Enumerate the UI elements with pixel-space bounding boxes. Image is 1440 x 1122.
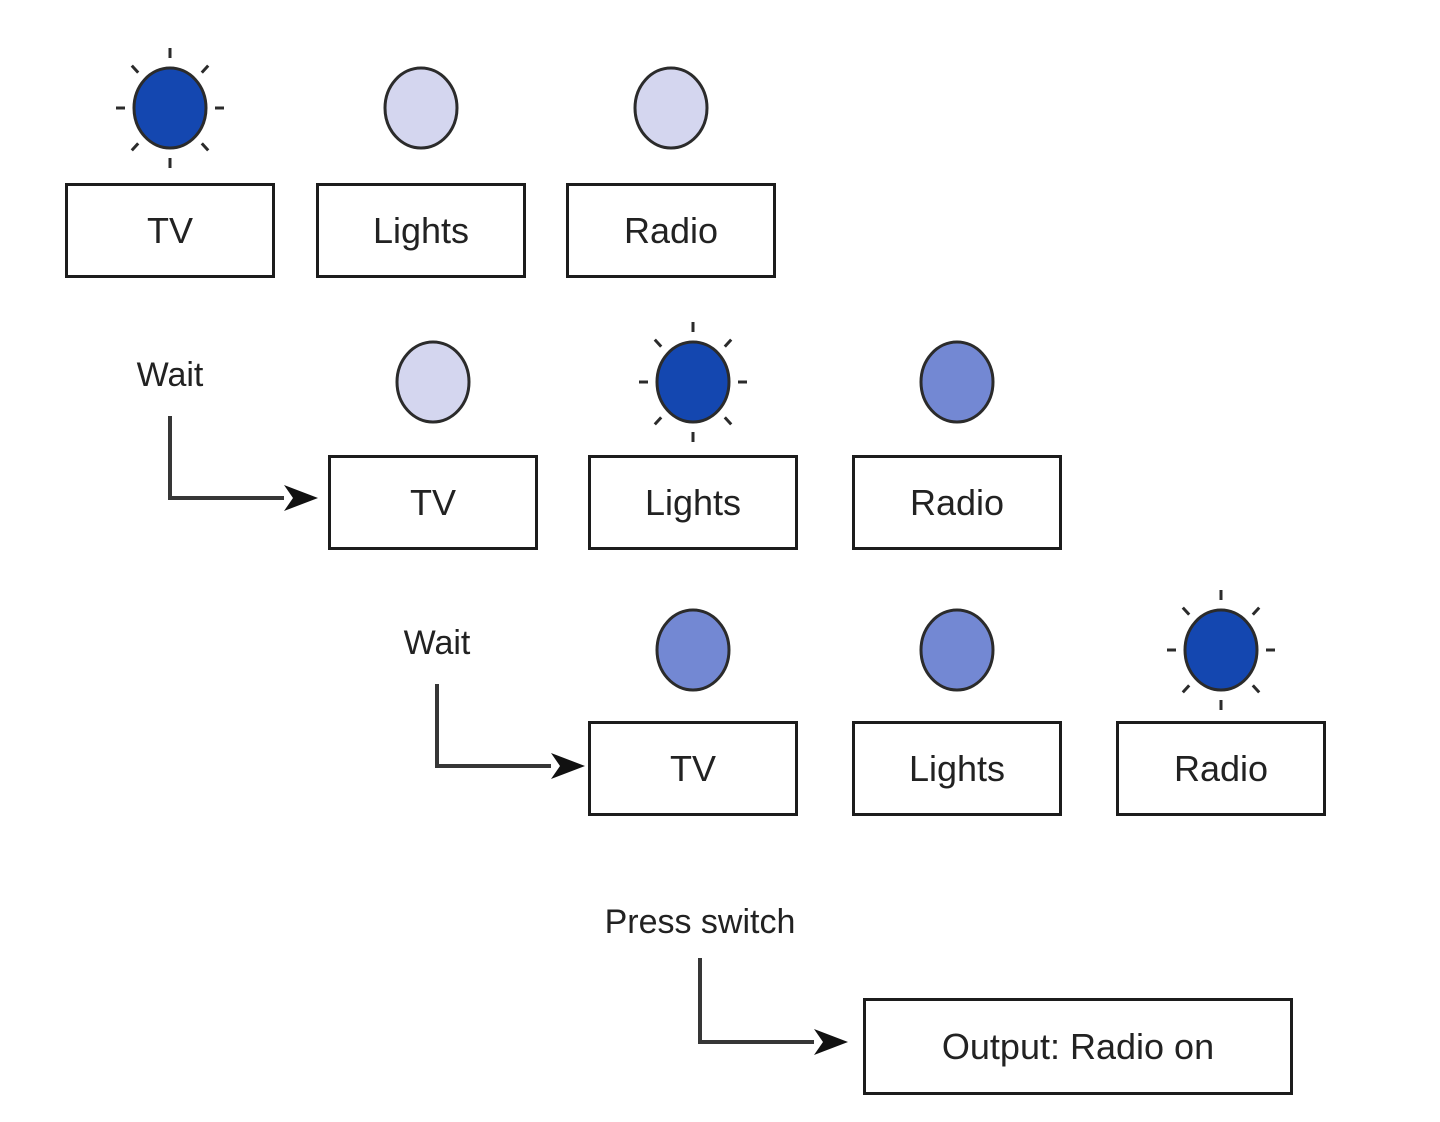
device-box-label: TV — [409, 481, 456, 523]
device-box-label: Radio — [1173, 747, 1269, 789]
device-box-label: Radio — [909, 481, 1005, 523]
press-switch-label: Press switch — [604, 903, 796, 941]
output-box-label: Output: Radio on — [941, 1025, 1215, 1067]
device-box-label: TV — [146, 209, 193, 251]
lights-box-row1: Lights — [316, 183, 526, 278]
radio-box-row2: Radio — [852, 455, 1062, 550]
wait-elbow-arrow-icon-1 — [168, 416, 318, 511]
radio-box-row1: Radio — [566, 183, 776, 278]
output-box: Output: Radio on — [863, 998, 1293, 1095]
wait-label-2: Wait — [403, 624, 471, 662]
radio-box-row3: Radio — [1116, 721, 1326, 816]
tv-box-row2: TV — [328, 455, 538, 550]
tv-lamp-icon — [395, 340, 471, 424]
wait-elbow-arrow-icon-2 — [435, 684, 585, 779]
lights-box-row2: Lights — [588, 455, 798, 550]
radio-lamp-icon — [1167, 590, 1275, 710]
device-box-label: Lights — [644, 481, 742, 523]
device-box-label: Lights — [372, 209, 470, 251]
lights-lamp-icon — [383, 66, 459, 150]
press-switch-elbow-arrow-icon — [698, 958, 848, 1055]
device-box-label: Lights — [908, 747, 1006, 789]
wait-label-1: Wait — [136, 356, 204, 394]
tv-box-row3: TV — [588, 721, 798, 816]
lights-box-row3: Lights — [852, 721, 1062, 816]
radio-lamp-icon — [919, 340, 995, 424]
tv-box-row1: TV — [65, 183, 275, 278]
lights-lamp-icon — [639, 322, 747, 442]
radio-lamp-icon — [633, 66, 709, 150]
device-box-label: TV — [669, 747, 716, 789]
device-box-label: Radio — [623, 209, 719, 251]
tv-lamp-icon — [116, 48, 224, 168]
lights-lamp-icon — [919, 608, 995, 692]
tv-lamp-icon — [655, 608, 731, 692]
